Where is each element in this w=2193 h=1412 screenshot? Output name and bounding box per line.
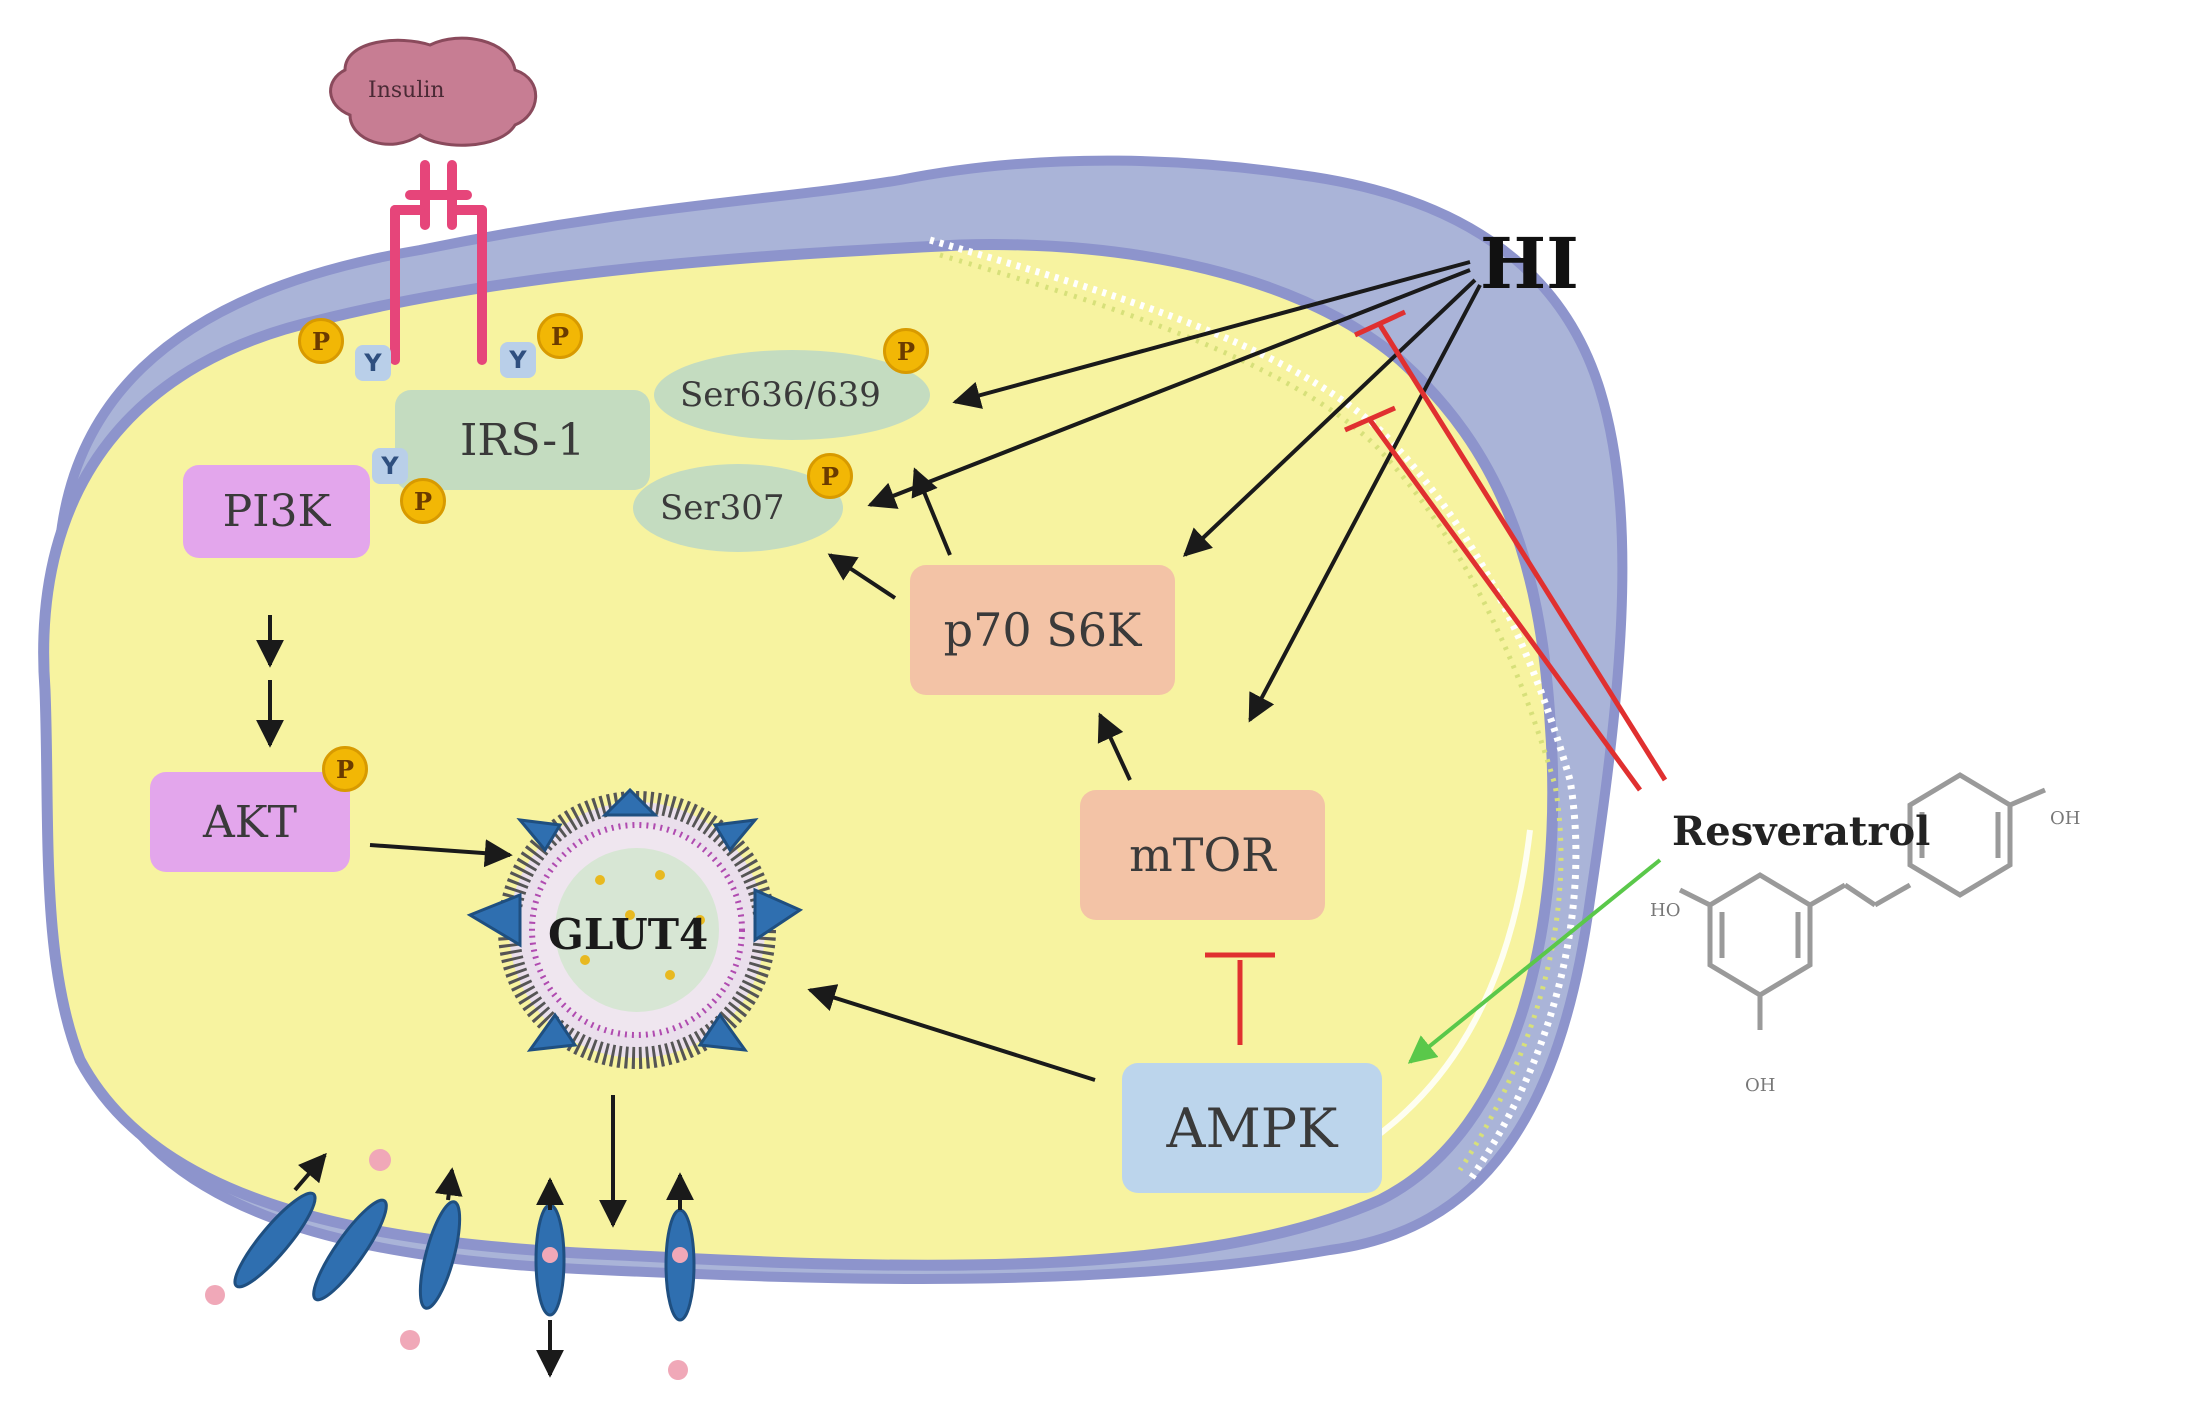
phospho-badge: P <box>883 328 929 374</box>
pi3k-label: PI3K <box>222 486 331 537</box>
ser307-label: Ser307 <box>660 488 785 528</box>
ampk-label: AMPK <box>1166 1096 1338 1160</box>
glut4-vesicle <box>466 787 804 1069</box>
ser636-bubble <box>654 350 930 440</box>
phospho-badge: P <box>400 478 446 524</box>
mtor-label: mTOR <box>1129 828 1276 882</box>
p70s6k-node[interactable]: p70 S6K <box>910 565 1175 695</box>
insulin-label: Insulin <box>368 78 445 103</box>
tyrosine-badge: Y <box>372 448 408 484</box>
phospho-badge: P <box>322 746 368 792</box>
membrane-transporters <box>233 1191 696 1322</box>
ser636-label: Ser636/639 <box>680 375 881 415</box>
resveratrol-structure <box>1678 772 2046 1030</box>
insulin-blob <box>329 36 538 147</box>
phospho-badge: P <box>537 313 583 359</box>
transporter-arrows[interactable] <box>293 1152 694 1378</box>
oh-top-label: OH <box>2050 808 2081 829</box>
akt-label: AKT <box>203 796 297 848</box>
glut4-label: GLUT4 <box>548 910 709 959</box>
pi3k-node[interactable]: PI3K <box>183 465 370 558</box>
mtor-node[interactable]: mTOR <box>1080 790 1325 920</box>
oh-bottom-label: OH <box>1745 1075 1776 1096</box>
akt-node[interactable]: AKT <box>150 772 350 872</box>
ser307-bubble <box>633 464 843 552</box>
dotted-membrane-inner <box>939 252 1564 1172</box>
p70s6k-label: p70 S6K <box>943 603 1142 657</box>
phospho-badge: P <box>298 318 344 364</box>
resveratrol-label: Resveratrol <box>1672 808 1931 855</box>
tyrosine-badge: Y <box>500 342 536 378</box>
phospho-badge: P <box>807 453 853 499</box>
ampk-node[interactable]: AMPK <box>1122 1063 1382 1193</box>
resveratrol-ampk-arrow[interactable] <box>1407 858 1662 1064</box>
hi-label: HI <box>1480 222 1579 305</box>
insulin-receptor <box>390 160 487 365</box>
irs1-node[interactable]: IRS-1 <box>395 390 650 490</box>
irs1-label: IRS-1 <box>459 414 586 466</box>
activation-arrows[interactable] <box>256 260 1482 1228</box>
transporter-cargo <box>205 1149 688 1380</box>
inhibition-lines[interactable] <box>1205 309 1668 1045</box>
tyrosine-badge: Y <box>355 345 391 381</box>
ho-left-label: HO <box>1650 900 1681 921</box>
